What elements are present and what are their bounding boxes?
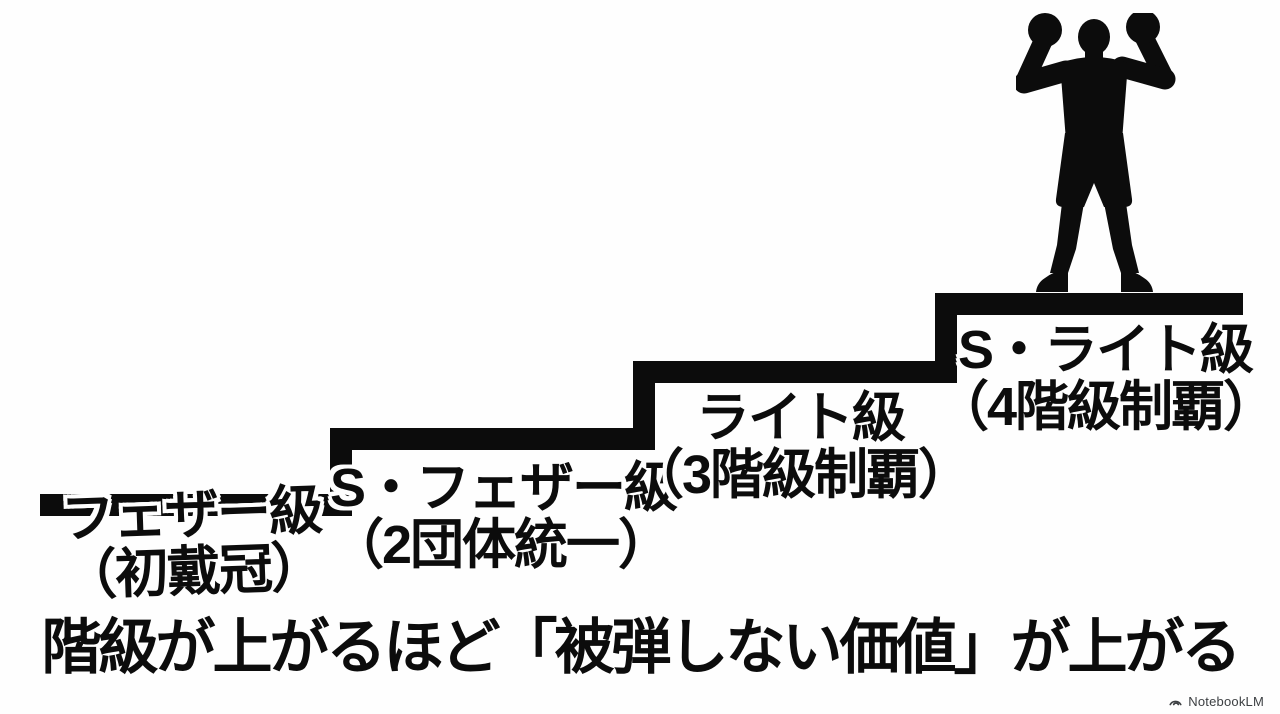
notebooklm-logo-icon (1169, 700, 1182, 706)
weight-class-achievement: （4階級制覇） (935, 377, 1277, 437)
step-label-super-featherweight: S・フェザー級 （2団体統一） (330, 460, 678, 575)
step-label-featherweight: フェザー級 （初戴冠） (20, 480, 364, 607)
weight-class-achievement: （3階級制覇） (630, 445, 972, 505)
step-label-lightweight: ライト級 （3階級制覇） (630, 388, 972, 505)
weight-class-name: S・フェザー級 (330, 458, 678, 518)
weight-class-name: S・ライト級 (957, 320, 1254, 380)
headline-text: 階級が上がるほど「被弾しない価値」が上がる (41, 614, 1242, 681)
watermark-label: NotebookLM (1188, 694, 1264, 709)
weight-class-name: ライト級 (696, 388, 906, 448)
weight-class-achievement: （初戴冠） (62, 537, 324, 607)
boxer-silhouette-icon (1016, 13, 1176, 292)
step-label-super-lightweight: S・ライト級 （4階級制覇） (935, 320, 1277, 437)
weight-class-achievement: （2団体統一） (330, 515, 672, 575)
notebooklm-watermark: NotebookLM (1168, 694, 1264, 709)
